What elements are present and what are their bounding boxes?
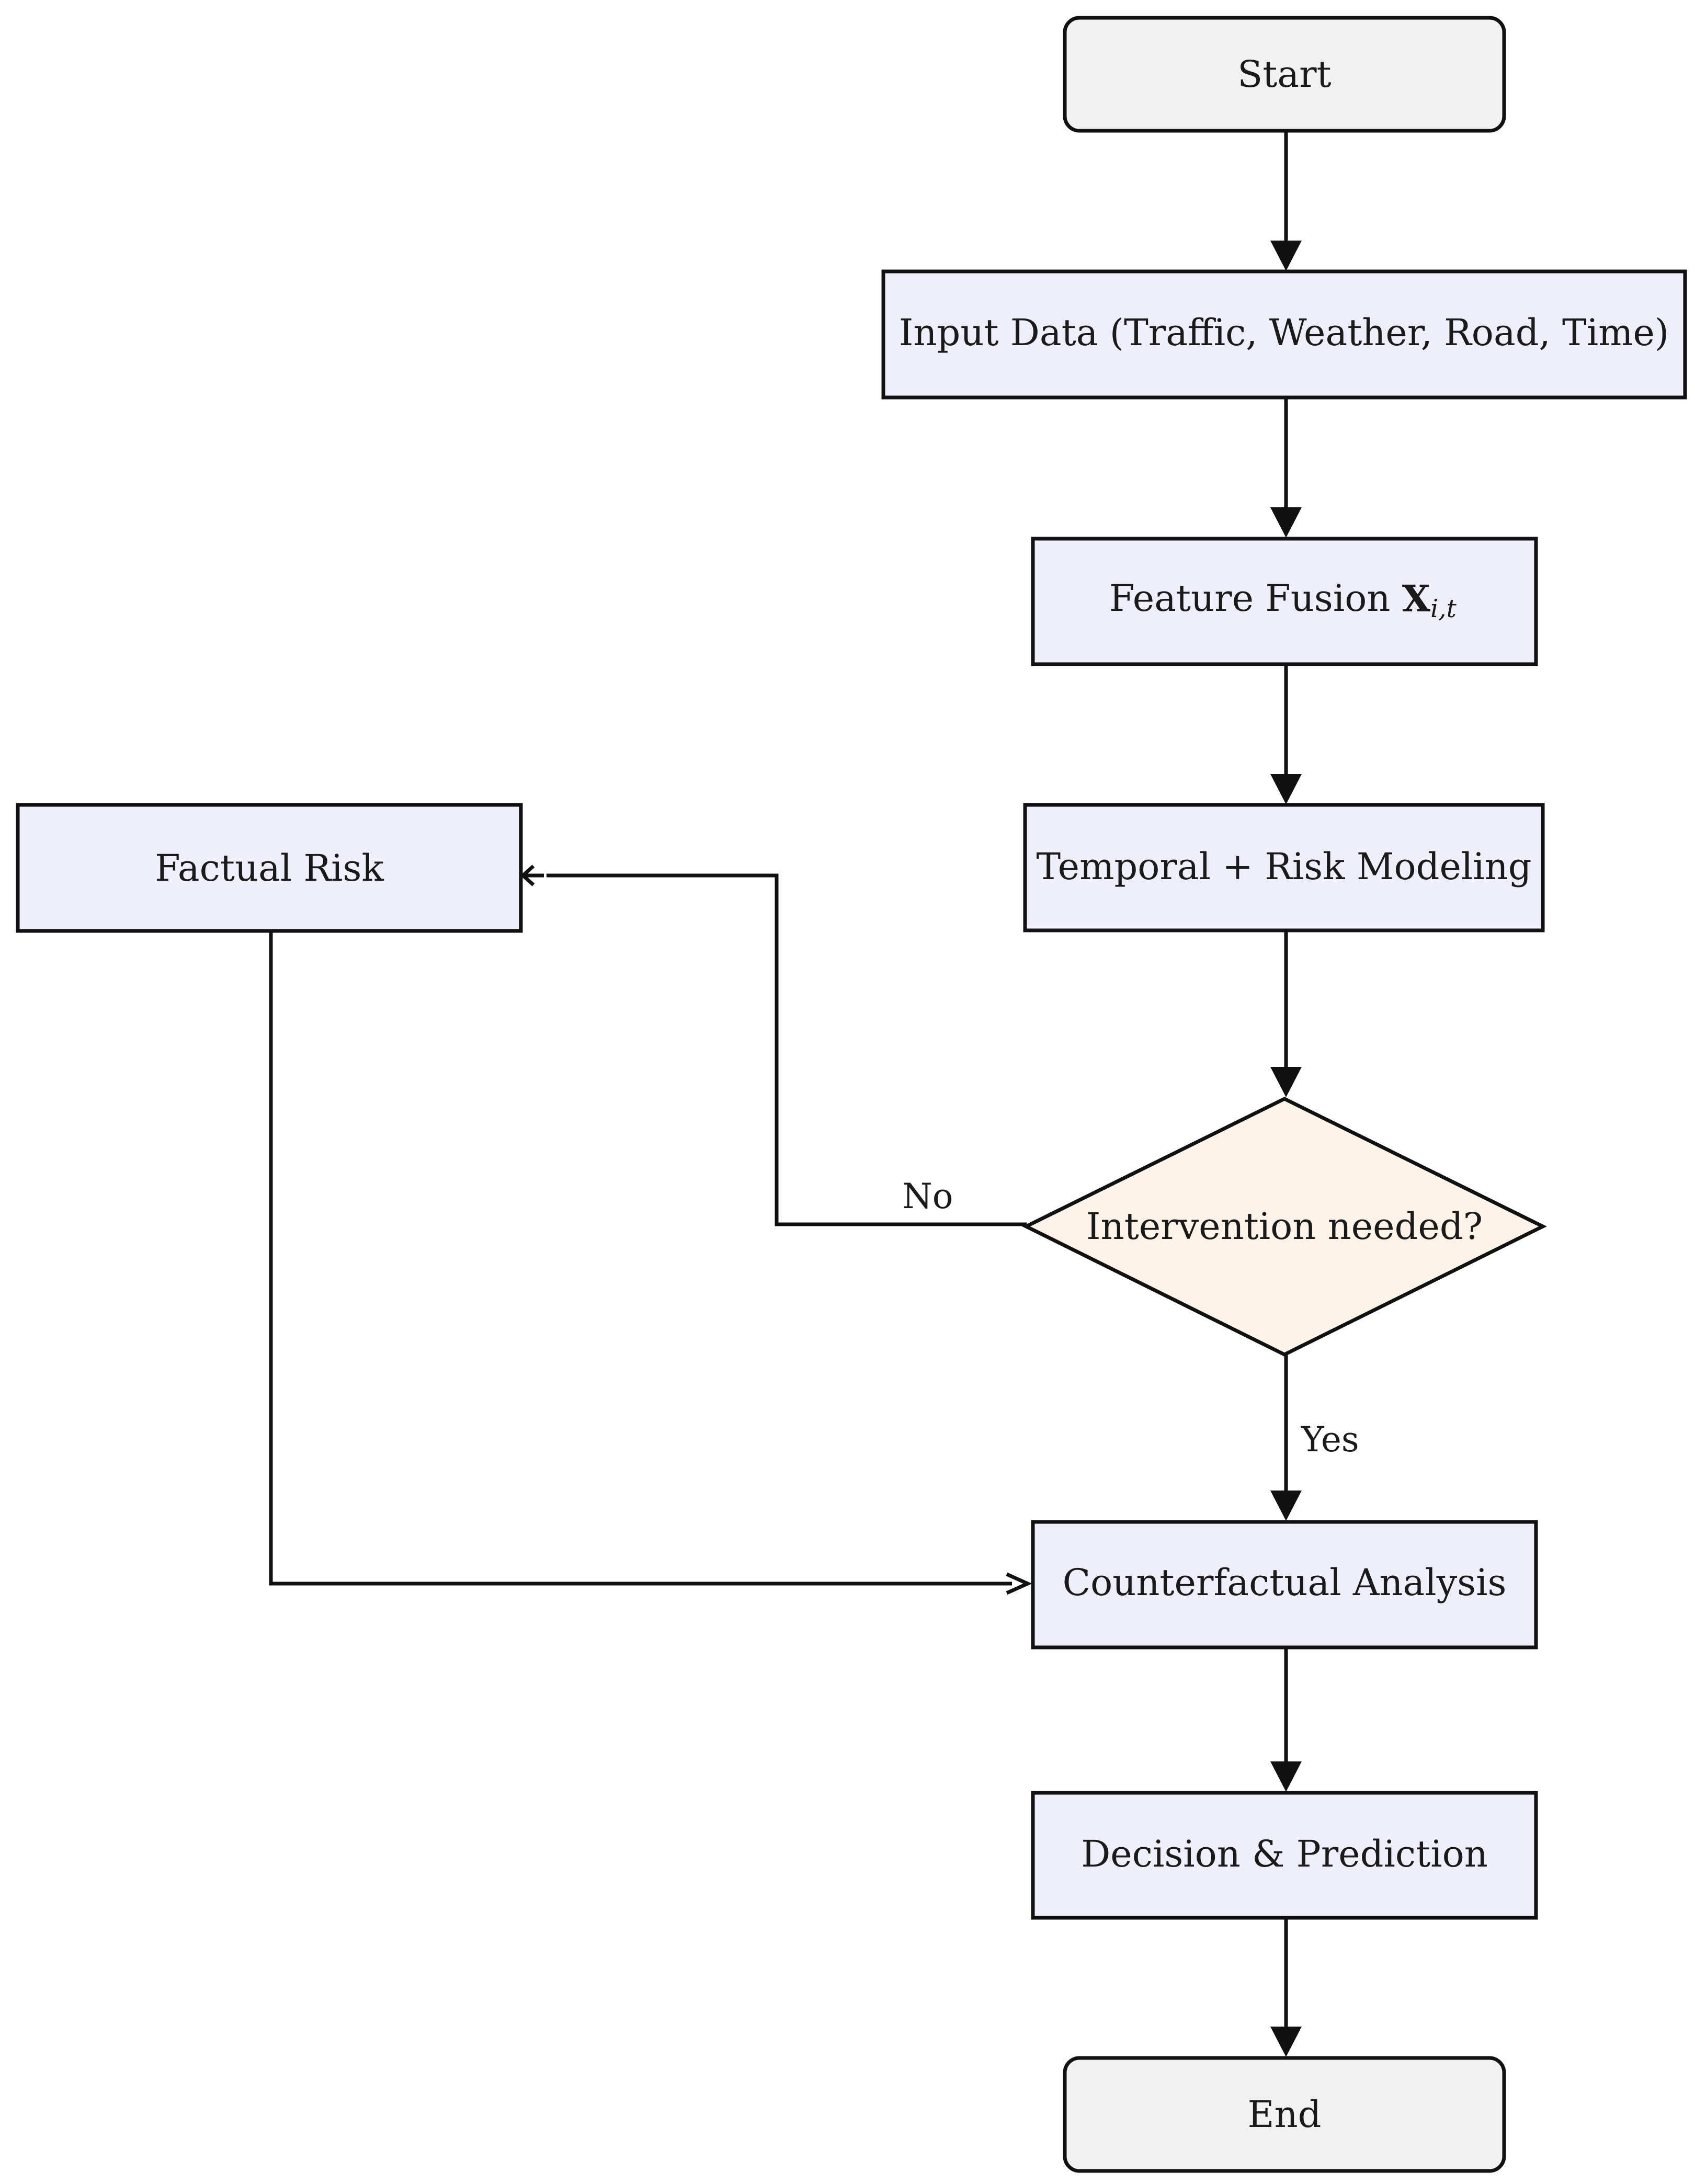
end-label: End	[1248, 2093, 1322, 2136]
factual-risk-label: Factual Risk	[155, 847, 384, 890]
arrow-head-icon	[1270, 1761, 1302, 1792]
start-node: Start	[1063, 16, 1506, 133]
decision-node: Intervention needed?	[1022, 1097, 1547, 1357]
counterfactual-node: Counterfactual Analysis	[1031, 1520, 1538, 1650]
feature-fusion-label: Feature Fusion Xi,t	[1109, 577, 1457, 624]
temporal-risk-node: Temporal + Risk Modeling	[1023, 803, 1545, 932]
input-data-label: Input Data (Traffic, Weather, Road, Time…	[899, 311, 1669, 354]
decision-prediction-node: Decision & Prediction	[1031, 1791, 1538, 1920]
arrow-head-icon	[1270, 774, 1302, 804]
start-label: Start	[1237, 53, 1331, 96]
input-data-node: Input Data (Traffic, Weather, Road, Time…	[881, 269, 1687, 400]
decision-label: Intervention needed?	[1086, 1205, 1483, 1248]
edge-no-to-factual-risk	[547, 873, 1027, 1226]
arrow-head-icon	[1270, 1067, 1302, 1097]
no-branch-label: No	[902, 1176, 953, 1216]
feature-fusion-node: Feature Fusion Xi,t	[1031, 537, 1538, 666]
yes-branch-label: Yes	[1301, 1419, 1359, 1460]
factual-risk-node: Factual Risk	[16, 803, 523, 933]
connectors	[269, 131, 1302, 2057]
decision-prediction-label: Decision & Prediction	[1081, 1833, 1488, 1875]
arrow-head-icon	[1270, 507, 1302, 538]
counterfactual-label: Counterfactual Analysis	[1063, 1561, 1507, 1604]
arrow-head-icon	[1270, 1491, 1302, 1521]
end-node: End	[1063, 2056, 1506, 2173]
arrow-head-icon	[1270, 241, 1302, 271]
edge-factual-risk-to-counterfactual	[269, 931, 1012, 1586]
temporal-risk-label: Temporal + Risk Modeling	[1036, 845, 1531, 888]
arrow-head-icon	[1270, 2027, 1302, 2057]
arrow-head-icon	[1006, 1572, 1032, 1595]
arrow-head-icon	[520, 864, 544, 886]
